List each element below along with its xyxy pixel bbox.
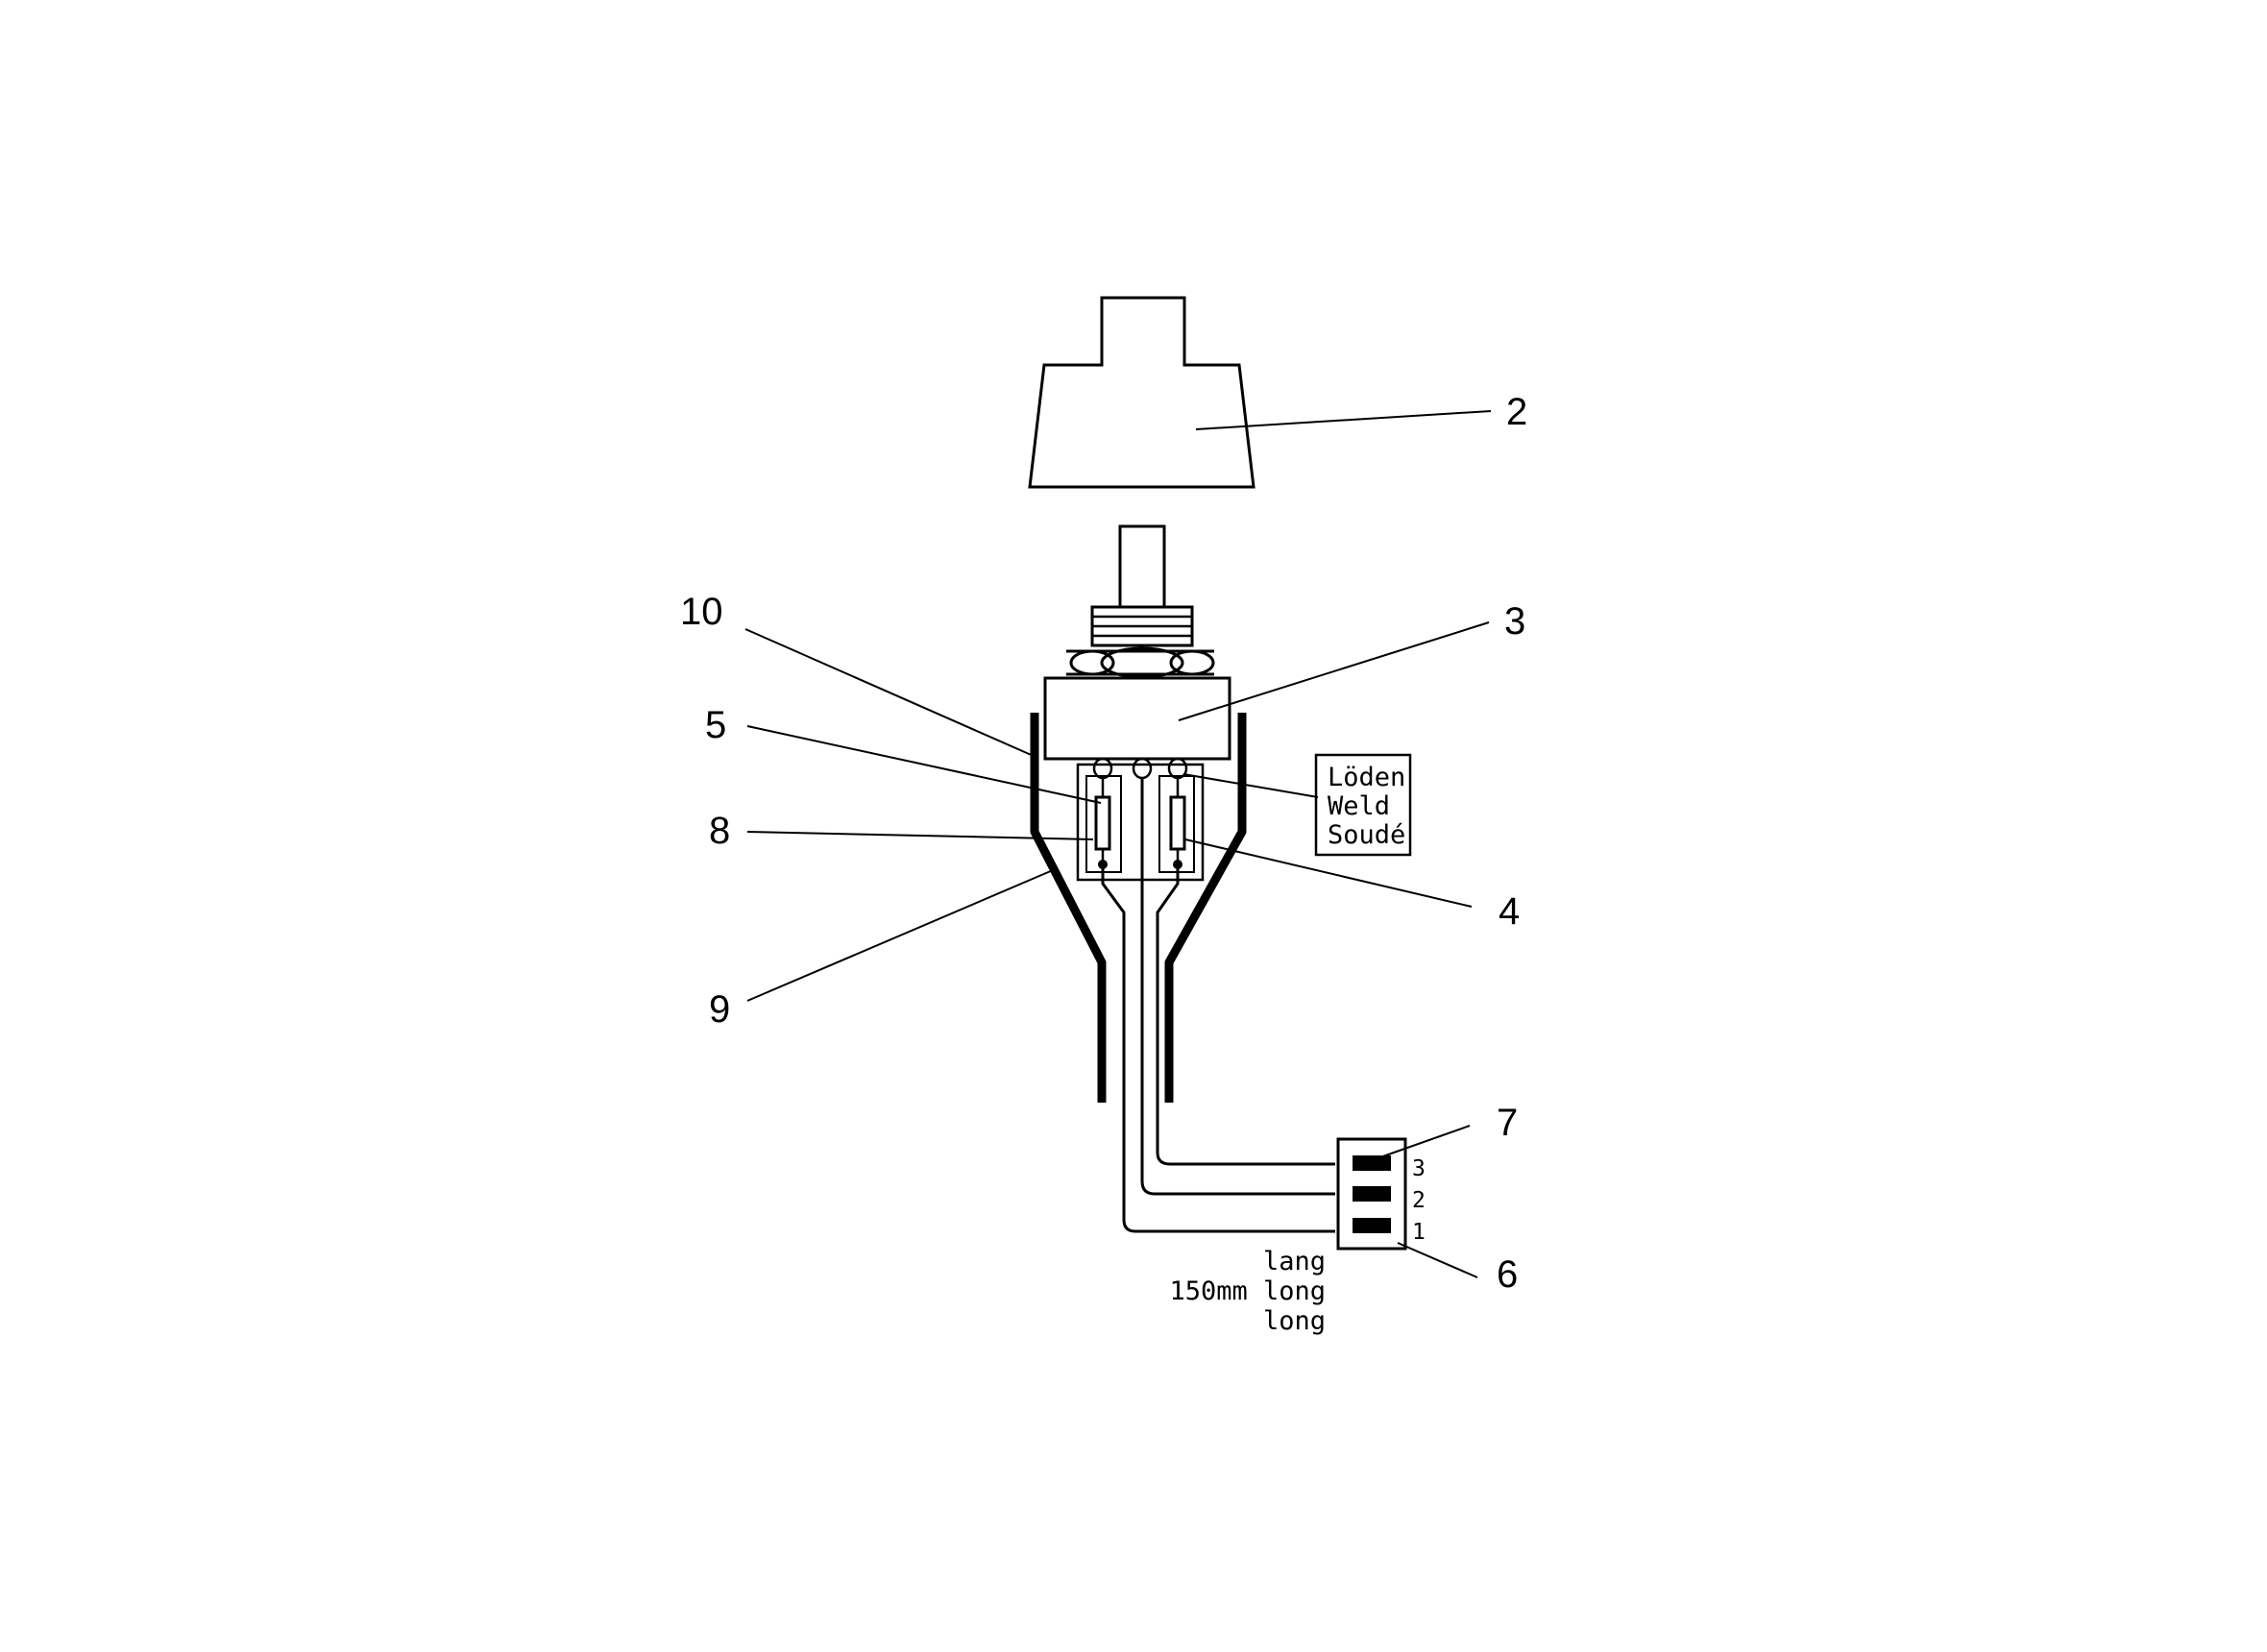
- mounting-nut: [1066, 646, 1215, 679]
- callout-3: 3: [1504, 600, 1525, 643]
- leader-lines: [744, 410, 1492, 1278]
- threaded-bushing: [1090, 605, 1194, 647]
- pin-number-3: 3: [1412, 1156, 1426, 1181]
- shrink-sleeve: [1030, 713, 1247, 1103]
- connector-pins: [1353, 1155, 1391, 1233]
- solder-note: Löden Weld Soudé: [1314, 753, 1412, 857]
- connector-housing: [1336, 1137, 1407, 1251]
- length-note: lang 150mm long long: [1169, 1247, 1326, 1336]
- knob: [1028, 296, 1255, 489]
- solder-note-line-3: Soudé: [1328, 820, 1405, 850]
- resistor-right: [1169, 778, 1186, 869]
- lead-wires: [1101, 778, 1335, 1233]
- callout-6: 6: [1497, 1253, 1518, 1296]
- solder-note-line-2: Weld: [1328, 791, 1390, 821]
- callout-10: 10: [680, 591, 723, 633]
- pin-number-1: 1: [1412, 1220, 1426, 1245]
- length-note-line-2: 150mm long: [1169, 1276, 1326, 1306]
- length-note-line-3: long: [1263, 1306, 1326, 1336]
- shaft: [1118, 524, 1166, 609]
- resistor-left: [1094, 778, 1111, 869]
- callout-5: 5: [705, 704, 726, 746]
- callout-2: 2: [1506, 391, 1527, 433]
- callout-8: 8: [709, 810, 730, 852]
- length-note-line-1: lang: [1263, 1247, 1326, 1276]
- potentiometer-body: [1043, 676, 1231, 761]
- solder-tabs: [1092, 757, 1188, 780]
- pin-number-2: 2: [1412, 1188, 1426, 1213]
- solder-note-line-1: Löden: [1328, 763, 1405, 792]
- callout-4: 4: [1499, 890, 1520, 933]
- callout-7: 7: [1497, 1102, 1518, 1144]
- callout-9: 9: [709, 988, 730, 1031]
